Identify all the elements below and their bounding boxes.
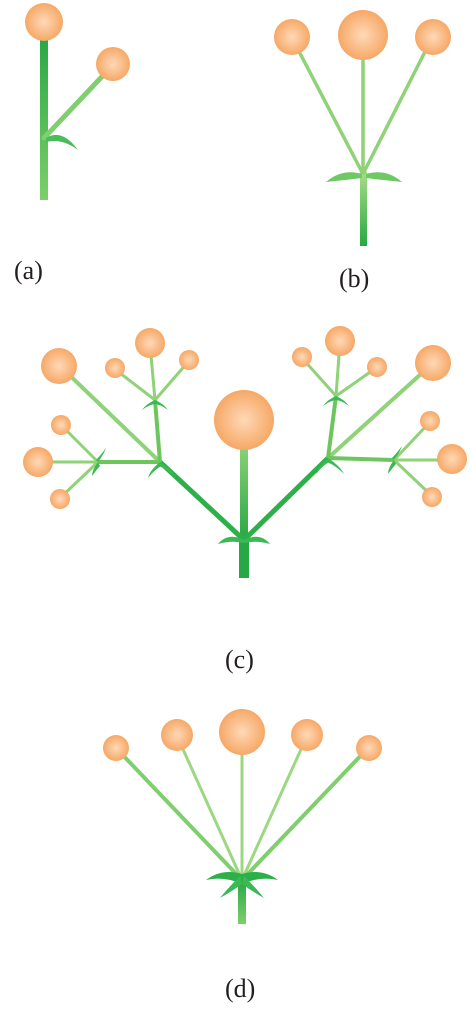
main-stem	[238, 880, 246, 924]
flower	[422, 487, 442, 507]
flower	[96, 47, 130, 81]
branch	[153, 361, 190, 401]
flower	[105, 358, 125, 378]
branch	[115, 368, 156, 402]
bract	[142, 400, 156, 410]
panel-b-figure	[274, 10, 451, 246]
lateral-stem	[41, 63, 115, 141]
involucre	[242, 876, 264, 898]
panel-label-c: (c)	[225, 645, 254, 674]
flower	[415, 19, 451, 55]
bract	[92, 462, 100, 476]
flower	[292, 347, 312, 367]
panel-d-figure	[103, 709, 382, 924]
flower	[274, 19, 310, 55]
involucre	[206, 872, 242, 884]
ray	[175, 735, 244, 881]
involucre	[220, 876, 242, 898]
flower	[338, 10, 388, 60]
bract	[326, 458, 344, 474]
panel-label-a: (a)	[14, 256, 43, 285]
bract	[46, 134, 78, 150]
ray	[114, 746, 244, 882]
flower	[50, 489, 70, 509]
branch	[326, 395, 338, 459]
flower	[161, 719, 193, 751]
flower	[367, 357, 387, 377]
flower	[356, 735, 382, 761]
flower	[420, 411, 440, 431]
branch-right	[242, 456, 330, 542]
main-stem	[239, 538, 249, 578]
involucre	[242, 872, 278, 884]
flower	[415, 345, 451, 381]
flower	[103, 735, 129, 761]
flower	[437, 444, 467, 474]
main-stem	[360, 172, 367, 246]
panel-label-b: (b)	[339, 264, 369, 293]
bract	[96, 448, 106, 462]
flower	[214, 390, 274, 450]
flower	[179, 350, 199, 370]
bract	[388, 460, 396, 474]
bract	[335, 396, 349, 406]
flower	[135, 328, 165, 358]
branch	[153, 399, 162, 463]
panel-c-figure	[23, 326, 467, 578]
bract	[244, 536, 270, 544]
flower	[219, 709, 265, 755]
central-stem	[240, 418, 248, 540]
stem-left	[290, 37, 365, 175]
flower	[41, 348, 77, 384]
bract	[323, 396, 337, 406]
bract	[366, 172, 402, 182]
branch	[327, 456, 395, 462]
stem-right	[361, 37, 434, 175]
ray	[240, 735, 309, 881]
branch	[326, 362, 434, 460]
flower	[291, 719, 323, 751]
panel-label-d: (d)	[225, 974, 255, 1003]
bract	[326, 172, 362, 182]
flower	[325, 326, 355, 356]
main-stem	[40, 36, 48, 200]
bract	[392, 446, 402, 460]
ray	[240, 746, 370, 882]
flower	[23, 447, 53, 477]
flower	[51, 415, 71, 435]
flower	[25, 3, 63, 41]
bract	[154, 400, 168, 410]
branch	[60, 366, 162, 464]
panel-a-figure	[25, 3, 130, 200]
bract	[158, 462, 176, 478]
bract	[218, 536, 244, 544]
